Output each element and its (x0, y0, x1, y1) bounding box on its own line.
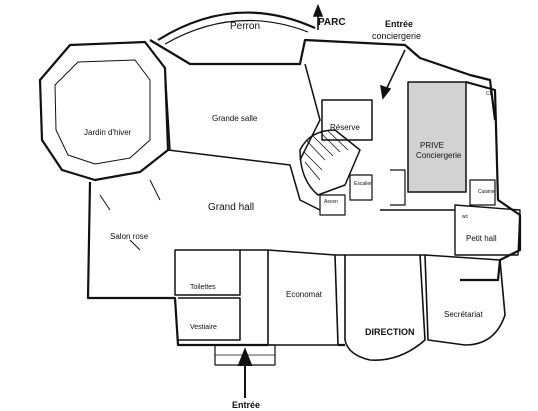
entree-conciergerie-arrow (380, 49, 406, 100)
economat-label: Economat (286, 290, 323, 299)
perron-arc-inner (164, 19, 309, 45)
prive-label-1: PRIVE (420, 141, 445, 150)
ascenseur-label: Ascen (324, 199, 338, 205)
grand-hall-wall (167, 149, 321, 211)
direction-wall (344, 254, 426, 361)
outer-wall-top (149, 38, 497, 121)
petit-hall-label: Petit hall (466, 234, 497, 243)
cuisine-label: Cuisine (478, 189, 495, 195)
jardin-hiver-label: Jardin d'hiver (84, 128, 132, 137)
ch-label: Ch (486, 91, 493, 97)
salon-rose-label: Salon rose (110, 232, 149, 241)
jardin-hiver-inner (54, 59, 151, 165)
jardin-hiver-wall (38, 40, 170, 182)
toilettes-wall (174, 249, 241, 296)
left-wing-wall (86, 181, 238, 347)
grand-hall-label: Grand hall (208, 202, 255, 213)
entree-arrow (237, 347, 253, 398)
vestiaire-wall (178, 297, 241, 341)
entree-label: Entrée (232, 400, 261, 410)
staircase (299, 129, 361, 196)
reserve-wall (321, 99, 373, 141)
perron-arc (157, 11, 316, 41)
entrance-steps (214, 344, 276, 366)
right-wing-wall (460, 80, 522, 282)
prive-room (407, 81, 467, 193)
grande-salle-label: Grande salle (212, 114, 258, 123)
entree-conciergerie-label-1: Entrée (385, 19, 414, 29)
petit-hall-wall (454, 204, 521, 256)
entree-conciergerie-label-2: conciergerie (372, 31, 422, 41)
wc-label: wc (462, 214, 469, 220)
prive-label-2: Conciergerie (416, 151, 462, 160)
reserve-label: Réserve (330, 123, 360, 132)
secretariat-label: Secrétariat (444, 310, 483, 319)
parc-arrow (312, 3, 324, 30)
vestiaire-label: Vestiaire (190, 324, 217, 331)
escalier-label: Escalier (354, 181, 372, 187)
toilettes-label: Toilettes (190, 284, 216, 291)
direction-label: DIRECTION (365, 327, 415, 337)
secretariat-wall (424, 254, 506, 346)
perron-label: Perron (230, 21, 261, 32)
grande-salle-wall (164, 63, 321, 161)
parc-label: PARC (318, 17, 346, 28)
